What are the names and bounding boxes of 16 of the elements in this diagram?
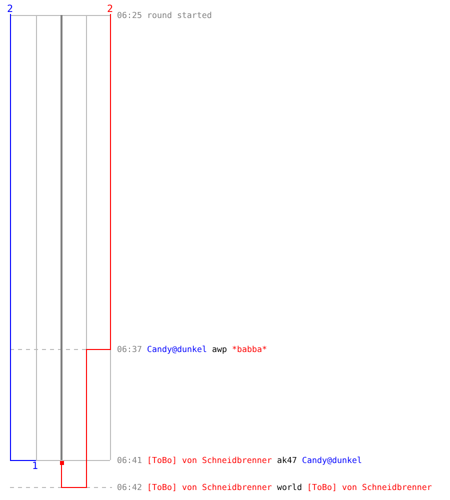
- player-name: [ToBo] von Schneidbrenner: [307, 482, 432, 493]
- player-name: Candy@dunkel: [147, 344, 207, 355]
- timestamp: 06:42: [117, 482, 142, 493]
- timestamp: 06:37: [117, 344, 142, 355]
- weapon-name: world: [277, 482, 302, 493]
- count-number: 2: [107, 4, 114, 15]
- event-text: 06:25 round started: [117, 10, 212, 21]
- timestamp: 06:41: [117, 455, 142, 466]
- count-number: 1: [32, 461, 38, 472]
- weapon-name: awp: [212, 344, 227, 355]
- player-name: Candy@dunkel: [302, 455, 362, 466]
- player-name: *babba*: [232, 344, 267, 355]
- count-number: 2: [7, 4, 14, 15]
- player-name: [ToBo] von Schneidbrenner: [147, 482, 272, 493]
- weapon-name: ak47: [277, 455, 297, 466]
- player-name: [ToBo] von Schneidbrenner: [147, 455, 272, 466]
